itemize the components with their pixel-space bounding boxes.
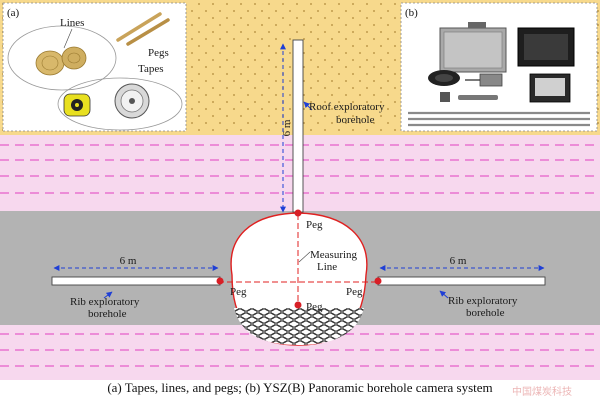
roof-borehole: [292, 39, 304, 213]
peg-left-marker: [216, 277, 224, 285]
left-length-label: 6 m: [120, 255, 137, 267]
display-unit-icon: [529, 73, 571, 103]
lines-pointer: [63, 28, 73, 49]
pegs-label: Pegs: [148, 47, 169, 59]
right-rib-pointer: [439, 290, 449, 299]
probe-icon: [440, 92, 498, 102]
panel-b: (b): [400, 2, 598, 132]
left-rib-borehole: [51, 276, 221, 286]
watermark: 中国煤炭科技: [512, 387, 572, 398]
roof-label-pointer: [303, 101, 313, 111]
roof-borehole-label-line2: borehole: [336, 114, 375, 126]
broken-rock-floor: [234, 308, 364, 345]
push-rods-icon: [408, 111, 590, 127]
right-rib-borehole: [377, 276, 546, 286]
right-rib-label-line2: borehole: [466, 307, 505, 319]
peg-left-label: Peg: [230, 286, 247, 298]
roof-borehole-label-line1: Roof exploratory: [309, 101, 385, 113]
tapes-label: Tapes: [138, 63, 164, 75]
peg-top-marker: [294, 209, 302, 217]
lines-group-outline: [7, 25, 117, 91]
right-length-label: 6 m: [450, 255, 467, 267]
right-rib-label-line1: Rib exploratory: [448, 295, 518, 307]
monitor-case-icon: [517, 27, 575, 67]
peg-bottom-marker: [294, 301, 302, 309]
camera-case-icon: [439, 22, 507, 73]
cable-coil-icon: [428, 70, 460, 86]
tape-measure-icon: [63, 93, 91, 117]
figure-caption: (a) Tapes, lines, and pegs; (b) YSZ(B) P…: [107, 380, 493, 395]
panel-a-tag: (a): [7, 7, 20, 19]
reel-tape-icon: [114, 83, 150, 119]
left-rib-label-line1: Rib exploratory: [70, 296, 140, 308]
measuring-line-label-2: Line: [317, 261, 337, 273]
measuring-line-label-1: Measuring: [310, 249, 358, 261]
peg-right-label: Peg: [346, 286, 363, 298]
line-spool-icon: [35, 46, 87, 76]
left-rib-pointer: [103, 291, 113, 299]
peg-right-marker: [374, 277, 382, 285]
panel-b-tag: (b): [405, 7, 418, 19]
roof-length-label: 6 m: [281, 119, 293, 136]
panel-a: (a) Lines Pegs Tapes: [2, 2, 187, 132]
peg-top-label: Peg: [306, 219, 323, 231]
left-rib-label-line2: borehole: [88, 308, 127, 320]
measuring-line-pointer: [298, 251, 311, 263]
depth-counter-icon: [465, 73, 503, 87]
lines-label: Lines: [60, 17, 84, 29]
tapes-group-outline: [57, 77, 183, 131]
peg-icon: [116, 12, 170, 46]
peg-bottom-label: Peg: [306, 301, 323, 313]
